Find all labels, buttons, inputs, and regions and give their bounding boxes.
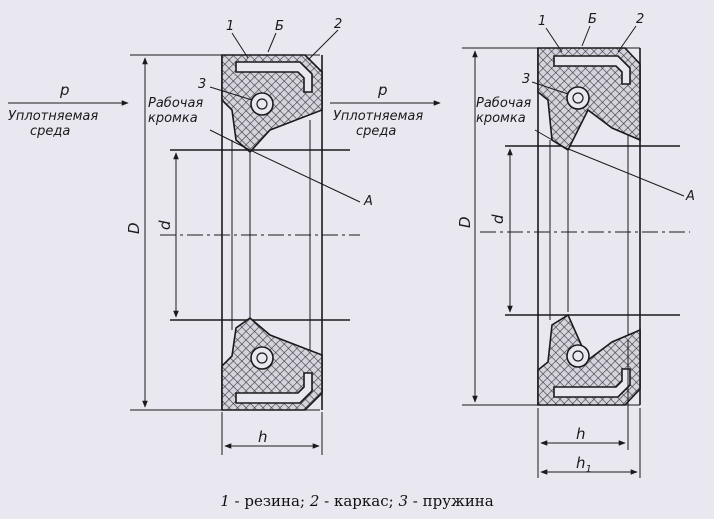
right-label-a: A — [685, 189, 695, 204]
left-label-1: 1 — [226, 19, 234, 34]
left-frame-top — [235, 61, 313, 93]
left-frame-bottom — [235, 372, 313, 404]
right-label-D: D — [456, 216, 474, 228]
right-label-h1: h1 — [576, 454, 592, 475]
left-label-d: d — [156, 220, 174, 230]
left-medium-line2: среда — [30, 124, 70, 139]
right-label-b: Б — [588, 12, 597, 27]
caption-text-2: - каркас; — [319, 492, 399, 510]
left-spring-bottom — [250, 346, 274, 370]
left-medium-line1: Уплотняемая — [8, 109, 98, 124]
caption-num-2: 2 — [309, 492, 320, 510]
left-label-3: 3 — [198, 77, 206, 92]
left-spring-top — [250, 92, 274, 116]
right-label-1: 1 — [538, 14, 546, 29]
right-label-h: h — [576, 425, 586, 443]
caption-num-1: 1 — [220, 492, 230, 510]
right-label-2: 2 — [636, 12, 644, 27]
caption-num-3: 3 — [398, 492, 408, 510]
right-medium-line1: Уплотняемая — [333, 109, 423, 124]
left-seal — [8, 29, 361, 455]
caption: 1 - резина; 2 - каркас; 3 - пружина — [0, 492, 714, 510]
right-edge-line2: кромка — [476, 111, 526, 126]
left-label-h: h — [258, 428, 268, 446]
caption-text-3: - пружина — [407, 492, 494, 510]
right-seal — [462, 25, 690, 478]
left-label-p: p — [59, 81, 70, 99]
left-edge-line1: Рабочая — [148, 96, 203, 111]
right-label-d: d — [489, 214, 507, 224]
right-frame-bottom — [553, 368, 631, 398]
right-edge-line1: Рабочая — [476, 96, 531, 111]
left-label-a: A — [363, 194, 373, 209]
right-label-3: 3 — [522, 72, 530, 87]
caption-text-1: - резина; — [229, 492, 310, 510]
right-label-p: p — [377, 81, 388, 99]
left-label-D: D — [125, 222, 143, 234]
left-edge-line2: кромка — [148, 111, 198, 126]
right-frame-top — [553, 55, 631, 85]
left-label-2: 2 — [334, 17, 342, 32]
right-medium-line2: среда — [356, 124, 396, 139]
left-label-b: Б — [275, 19, 284, 34]
